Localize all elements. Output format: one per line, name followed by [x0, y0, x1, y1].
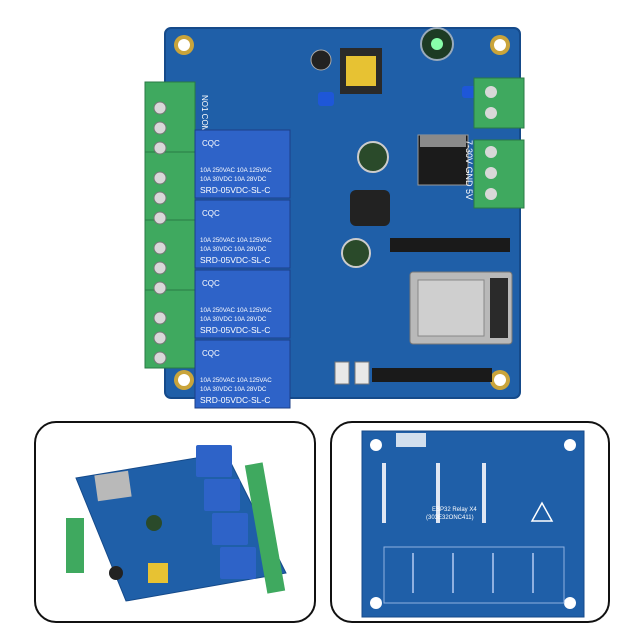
relay-terminal-label: NO1 COM1: [200, 95, 209, 137]
relay: [196, 445, 256, 579]
terminal-screw: [153, 191, 167, 205]
pin-header: [372, 368, 492, 382]
back-label-2: (303E32ONC411): [426, 515, 474, 521]
relay-rating-1: 10A 250VAC 10A 125VAC: [200, 167, 272, 174]
capacitor: [341, 238, 371, 268]
terminal-screw: [153, 171, 167, 185]
relay-model: SRD-05VDC-SL-C: [200, 325, 270, 335]
capacitor: [310, 49, 332, 71]
relay-outline-area: [383, 546, 565, 604]
relay-rating-2: 10A 30VDC 10A 28VDC: [200, 386, 267, 393]
warning-triangle-icon: [530, 501, 554, 522]
relay-rating-2: 10A 30VDC 10A 28VDC: [200, 316, 267, 323]
terminal-screw: [153, 141, 167, 155]
power-terminal-block: [473, 77, 525, 209]
terminal-screw: [153, 241, 167, 255]
terminal-screw: [153, 211, 167, 225]
capacitor: [357, 141, 389, 173]
silkscreen-box: [396, 433, 426, 447]
terminal-screw: [153, 331, 167, 345]
relay-model: SRD-05VDC-SL-C: [200, 255, 270, 265]
relay-rating-1: 10A 250VAC 10A 125VAC: [200, 307, 272, 314]
relay-terminal-blocks: [144, 81, 196, 369]
terminal-screw: [153, 261, 167, 275]
relay-mark: CQC: [202, 279, 220, 288]
relay-model: SRD-05VDC-SL-C: [200, 395, 270, 405]
relay-model: SRD-05VDC-SL-C: [200, 185, 270, 195]
relay: CQC 10A 250VAC 10A 125VAC 10A 30VDC 10A 28…: [194, 129, 291, 199]
relay-mark: CQC: [202, 139, 220, 148]
capacitor: [146, 515, 162, 531]
relay-rating-1: 10A 250VAC 10A 125VAC: [200, 237, 272, 244]
solder-pads: [382, 463, 486, 523]
inset-back-view: ESP32 Relay X4 (303E32ONC411): [330, 421, 610, 623]
relay-mark: CQC: [202, 209, 220, 218]
push-button: [354, 361, 370, 385]
terminal-screw: [153, 281, 167, 295]
power-label: 7-30V GND 5V: [464, 140, 474, 200]
terminal-block: [244, 462, 286, 594]
relay-rating-2: 10A 30VDC 10A 28VDC: [200, 176, 267, 183]
terminal-screw: [153, 351, 167, 365]
blue-capacitor: [462, 86, 476, 98]
transformer: [148, 563, 168, 583]
terminal-screw: [153, 311, 167, 325]
inset-angled-view: [34, 421, 316, 623]
terminal-screw: [153, 121, 167, 135]
relay: CQC 10A 250VAC 10A 125VAC 10A 30VDC 10A 28…: [194, 199, 291, 269]
relay: CQC 10A 250VAC 10A 125VAC 10A 30VDC 10A 28…: [194, 339, 291, 409]
push-button: [334, 361, 350, 385]
pcb-board-back: [361, 430, 585, 618]
capacitor: [109, 566, 123, 580]
back-label-1: ESP32 Relay X4: [432, 507, 477, 513]
relay: CQC 10A 250VAC 10A 125VAC 10A 30VDC 10A 28…: [194, 269, 291, 339]
blue-capacitor: [318, 92, 334, 106]
esp32-module: [94, 470, 132, 502]
inductor: [350, 190, 390, 226]
terminal-block: [66, 518, 84, 573]
main-board-photo: 7-30V GND 5V NO1 COM1 CQC 10A 250VAC 10A …: [144, 27, 525, 409]
relay-rating-1: 10A 250VAC 10A 125VAC: [200, 377, 272, 384]
terminal-screw: [153, 101, 167, 115]
relay-mark: CQC: [202, 349, 220, 358]
relay-rating-2: 10A 30VDC 10A 28VDC: [200, 246, 267, 253]
pin-header: [390, 238, 510, 252]
